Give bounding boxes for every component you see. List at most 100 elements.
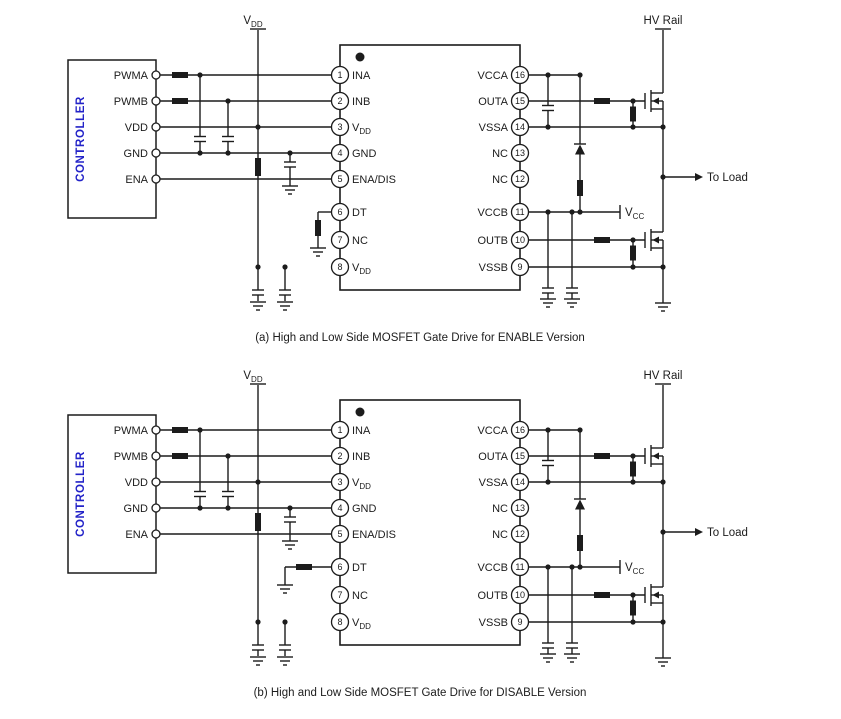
resistor xyxy=(630,106,636,122)
controller-pin-label: PWMA xyxy=(114,425,149,437)
pin-name: OUTB xyxy=(477,590,508,602)
pin-name: OUTB xyxy=(477,235,508,247)
pin-number: 3 xyxy=(337,122,342,132)
pin-number: 5 xyxy=(337,529,342,539)
pin-circle xyxy=(330,202,350,222)
pin-name: OUTA xyxy=(478,451,508,463)
pin-name-main: V xyxy=(352,262,360,274)
pin-name: GND xyxy=(352,503,377,515)
pin-name: VCCB xyxy=(477,562,508,574)
pin-circle xyxy=(510,143,530,163)
vcc-label-sub: CC xyxy=(633,212,645,221)
pin-circle xyxy=(330,117,350,137)
junction-dot xyxy=(282,619,288,625)
caption: (b) High and Low Side MOSFET Gate Drive … xyxy=(254,687,587,699)
vcc-label: VCC xyxy=(625,207,644,221)
vdd-rail-label-sub: DD xyxy=(251,375,263,384)
pin-circle xyxy=(330,420,350,440)
pin-number: 1 xyxy=(337,425,342,435)
controller-pin-label: ENA xyxy=(125,174,148,186)
diode xyxy=(575,144,585,155)
pin1-marker xyxy=(355,407,365,417)
controller-pin-label: GND xyxy=(124,503,149,515)
mosfet-arrow xyxy=(652,591,659,599)
controller-pin-label: ENA xyxy=(125,529,148,541)
vcc-label-main: V xyxy=(625,562,633,574)
pin-name: NC xyxy=(492,529,508,541)
resistor xyxy=(594,237,610,243)
pin-name-main: V xyxy=(352,617,360,629)
pin-circle xyxy=(151,503,161,513)
controller-pin-label: PWMA xyxy=(114,70,149,82)
pin-name: DT xyxy=(352,562,367,574)
pin-name: ENA/DIS xyxy=(352,174,396,186)
to-load-arrow xyxy=(695,173,703,181)
vdd-rail-label-sub: DD xyxy=(251,20,263,29)
pin-name: NC xyxy=(492,503,508,515)
to-load-arrow xyxy=(695,528,703,536)
vcc-label-main: V xyxy=(625,207,633,219)
pin-number: 7 xyxy=(337,590,342,600)
controller-pin-label: VDD xyxy=(125,122,148,134)
pin-circle xyxy=(151,96,161,106)
vcc-label: VCC xyxy=(625,562,644,576)
pin-circle xyxy=(510,498,530,518)
pin-number: 12 xyxy=(515,174,525,184)
pin-circle xyxy=(330,65,350,85)
pin-name: INB xyxy=(352,96,370,108)
pin-number: 11 xyxy=(515,207,524,217)
pin-number: 14 xyxy=(515,477,525,487)
pin-name: VSSA xyxy=(479,477,509,489)
pin-number: 5 xyxy=(337,174,342,184)
diode xyxy=(575,499,585,510)
pin-circle xyxy=(151,477,161,487)
pin-circle xyxy=(330,557,350,577)
pin-name: NC xyxy=(492,148,508,160)
pin-name-main: V xyxy=(352,477,360,489)
pin-name: VSSA xyxy=(479,122,509,134)
ic-body xyxy=(339,44,521,291)
junction-dot xyxy=(255,479,261,485)
pin-number: 4 xyxy=(337,503,342,513)
controller-pin-label: PWMB xyxy=(114,451,148,463)
mosfet-arrow xyxy=(652,236,659,244)
pin-circle xyxy=(330,446,350,466)
pin-number: 4 xyxy=(337,148,342,158)
resistor xyxy=(296,564,312,570)
junction-dot xyxy=(225,505,231,511)
pin-number: 3 xyxy=(337,477,342,487)
pin-name: VCCA xyxy=(477,70,508,82)
pin-name: NC xyxy=(492,174,508,186)
pin-circle xyxy=(151,122,161,132)
vdd-rail-label-main: V xyxy=(243,370,251,382)
pin-number: 16 xyxy=(515,70,525,80)
junction-dot xyxy=(197,150,203,156)
pin-number: 1 xyxy=(337,70,342,80)
pin-number: 6 xyxy=(337,562,342,572)
pin-circle xyxy=(151,148,161,158)
junction-dot xyxy=(225,150,231,156)
pin-name-sub: DD xyxy=(359,622,371,631)
to-load-label: To Load xyxy=(707,172,748,184)
resistor xyxy=(577,180,583,196)
pin-name: VDD xyxy=(352,262,371,276)
controller-pin-label: PWMB xyxy=(114,96,148,108)
pin-number: 13 xyxy=(515,148,525,158)
controller-label: CONTROLLER xyxy=(75,451,87,537)
resistor xyxy=(172,453,188,459)
resistor xyxy=(594,592,610,598)
pin-name-sub: DD xyxy=(359,267,371,276)
resistor xyxy=(594,453,610,459)
pin-name-sub: DD xyxy=(359,127,371,136)
pin-name: GND xyxy=(352,148,377,160)
pin-circle xyxy=(330,169,350,189)
pin-number: 2 xyxy=(337,451,342,461)
vcc-label-sub: CC xyxy=(633,567,645,576)
resistor xyxy=(255,513,261,531)
resistor xyxy=(630,461,636,477)
pin-number: 15 xyxy=(515,451,525,461)
pin-circle xyxy=(330,230,350,250)
